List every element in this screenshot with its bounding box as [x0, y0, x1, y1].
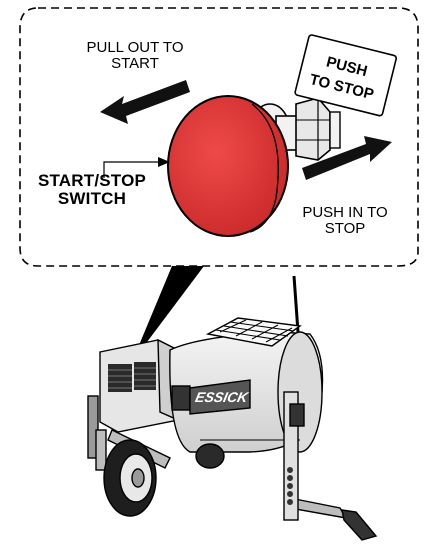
switch-line-1: START/STOP [22, 172, 162, 190]
mortar-mixer [88, 276, 376, 540]
start-stop-switch-label: START/STOP SWITCH [22, 172, 162, 208]
brand-logo: ESSICK [194, 389, 251, 405]
pull-out-line-2: START [60, 56, 210, 72]
push-in-line-1: PUSH IN TO [290, 205, 400, 221]
push-in-line-2: STOP [290, 221, 400, 237]
switch-line-2: SWITCH [22, 190, 162, 208]
pull-out-label: PULL OUT TO START [60, 40, 210, 72]
pull-out-line-1: PULL OUT TO [60, 40, 210, 56]
red-stop-button-icon [168, 96, 288, 236]
push-in-label: PUSH IN TO STOP [290, 205, 400, 237]
